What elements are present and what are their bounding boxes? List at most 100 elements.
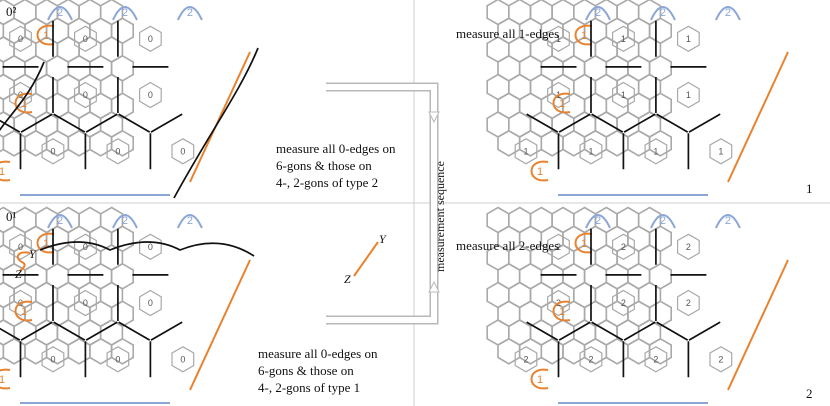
boundary-2gon-left <box>552 92 571 114</box>
boundary-label-left: 1 <box>0 166 5 178</box>
boundary-label-top: 2 <box>595 7 601 19</box>
lattice-hexagon <box>540 337 564 365</box>
face-label: 0 <box>115 354 120 364</box>
caption-bottom-left-line-2: 6-gons & those on <box>258 363 354 378</box>
caption-top-left-line-3: 4-, 2-gons of type 2 <box>276 175 378 190</box>
boundary-2gon-top <box>714 214 741 229</box>
face-label: 1 <box>556 34 561 44</box>
lattice-face <box>579 138 603 165</box>
face-label: 0 <box>83 298 88 308</box>
measurement-edges <box>0 228 183 378</box>
boundary-label-top: 2 <box>660 7 666 19</box>
boundary-2gon-top <box>176 214 203 229</box>
face-label: 2 <box>686 298 691 308</box>
face-label: 0 <box>115 146 120 156</box>
measurement-arc-top <box>39 241 255 257</box>
measurement-edges <box>526 20 721 170</box>
face-label: 1 <box>588 146 593 156</box>
lattice-hexagon <box>497 337 521 365</box>
lattice-face <box>676 289 700 317</box>
boundary-label-top: 2 <box>725 215 731 227</box>
lattice-face <box>73 25 97 52</box>
face-label: 0 <box>50 146 55 156</box>
face-label: 0 <box>180 354 185 364</box>
boundary-label-left: 1 <box>43 238 49 250</box>
boundary-2gon-left <box>36 232 55 254</box>
panel-number-top-right: 1 <box>806 181 813 196</box>
boundary-2gon-left <box>0 368 11 390</box>
face-label: 1 <box>653 146 658 156</box>
measurement-edges <box>0 20 183 170</box>
face-label: 0 <box>148 34 153 44</box>
face-label: 1 <box>718 146 723 156</box>
lattice-hexagon <box>89 129 113 157</box>
boundary-2gon-top <box>650 214 676 229</box>
lattice-hexagon <box>562 129 586 157</box>
boundary-2gon-left <box>574 232 593 254</box>
lattice-face <box>611 233 635 260</box>
corner-label-bottom-left: 0¹ <box>6 209 17 224</box>
lattice-face <box>676 233 700 260</box>
boundary-2gon-top <box>176 6 203 21</box>
lattice-hexagon <box>562 337 586 365</box>
boundary-label-left: 1 <box>21 98 27 110</box>
boundary-2gon-top <box>585 6 611 21</box>
measurement-sequence-arrow <box>326 82 440 325</box>
boundary-label-top: 2 <box>187 215 193 227</box>
boundary-label-left: 1 <box>559 306 565 318</box>
lattice-face <box>547 81 570 109</box>
face-label: 0 <box>148 242 153 252</box>
lattice-face <box>547 233 570 260</box>
face-label: 2 <box>523 354 528 364</box>
lattice-hexagon <box>540 129 564 157</box>
face-label: 0 <box>83 34 88 44</box>
lattice-face <box>9 233 32 260</box>
boundary-label-top: 2 <box>660 215 666 227</box>
boundary-label-left: 1 <box>537 166 543 178</box>
lattice-hexagon <box>2 129 26 157</box>
lattice-hexagon <box>110 129 134 157</box>
boundary-label-left: 1 <box>43 30 49 42</box>
boundary-label-left: 1 <box>581 30 587 42</box>
lattice-hexagon <box>24 337 48 365</box>
lattice-hexagon <box>648 129 673 157</box>
face-label: 0 <box>148 298 153 308</box>
lattice-hexagon <box>605 129 629 157</box>
face-label: 1 <box>686 90 691 100</box>
lattice-face <box>676 25 700 52</box>
boundary-label-left: 1 <box>21 306 27 318</box>
face-label: 2 <box>621 242 626 252</box>
boundary-label-left: 1 <box>0 374 5 386</box>
face-label: 0 <box>180 146 185 156</box>
lattice-face <box>514 138 538 165</box>
lattice-face <box>139 289 162 317</box>
lattice-face <box>139 81 162 109</box>
lattice-face <box>139 25 162 52</box>
boundary-label-top: 2 <box>57 7 63 19</box>
boundary-label-left: 1 <box>581 238 587 250</box>
lattice-hexagon <box>67 337 91 365</box>
lattice-face <box>611 289 635 317</box>
lattice-face <box>709 346 733 373</box>
lattice-face <box>139 233 162 260</box>
lattice-face <box>644 346 668 373</box>
boundary-2gon-left <box>530 368 549 390</box>
caption-bottom-left-line-1: measure all 0-edges on <box>258 346 378 361</box>
axis-label-z-left: Z <box>15 267 22 281</box>
caption-top-left-line-2: 6-gons & those on <box>276 158 372 173</box>
boundary-2gon-left <box>530 160 549 182</box>
lattice-face <box>579 346 603 373</box>
lattice-hexagon <box>2 337 26 365</box>
lattice-hexagon <box>89 337 113 365</box>
boundary-label-left: 1 <box>537 374 543 386</box>
boundary-right-orange <box>727 259 789 391</box>
lattice-face <box>9 25 32 52</box>
boundary-2gon-left <box>552 300 571 322</box>
boundary-2gon-top <box>47 6 73 21</box>
boundary-2gon-left <box>36 24 55 46</box>
lattice-face <box>73 81 97 109</box>
lattice-face <box>73 289 97 317</box>
lattice-face <box>644 138 668 165</box>
axes-legend-left <box>16 251 31 272</box>
